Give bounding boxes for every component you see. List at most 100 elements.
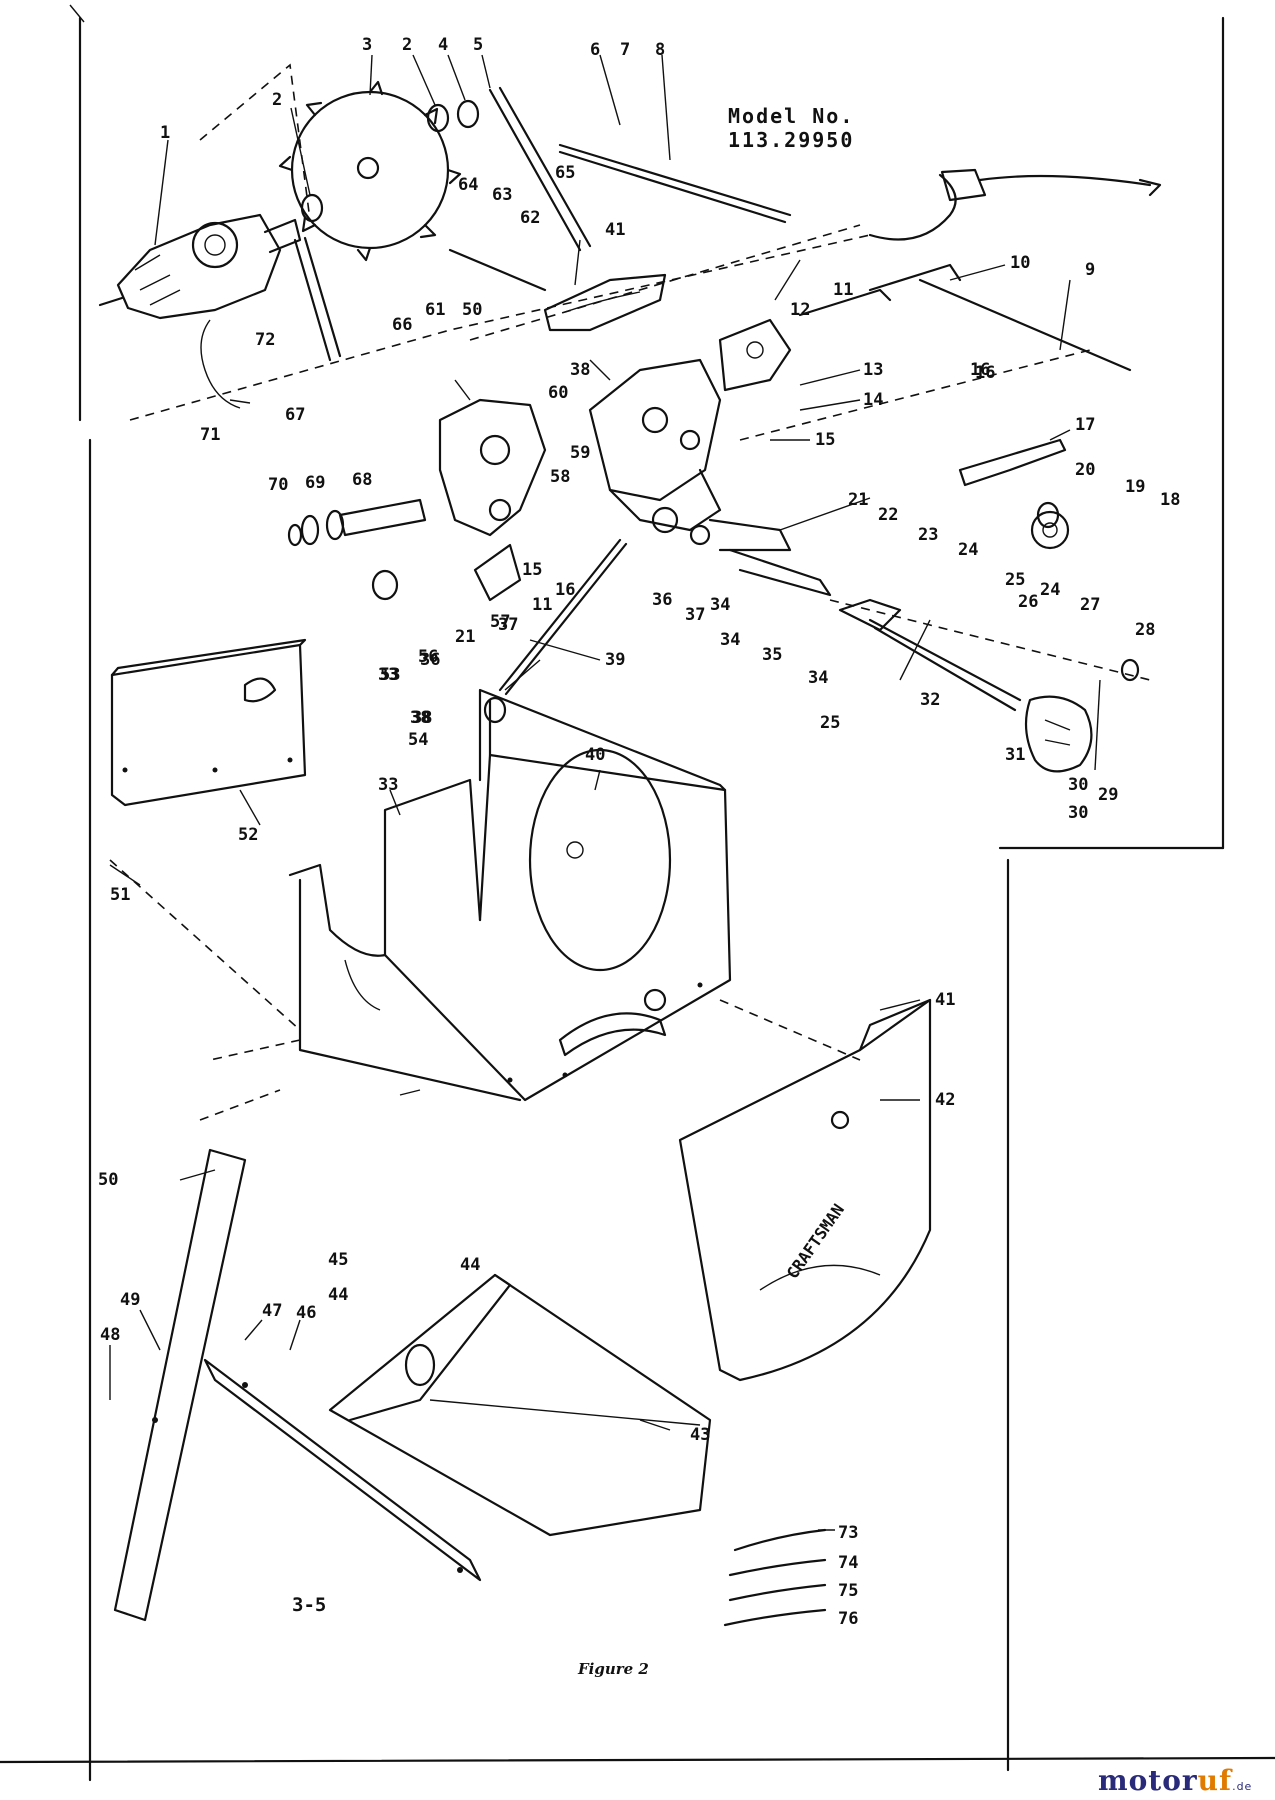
callout-17: 17 (1075, 415, 1095, 435)
callout-51: 51 (110, 885, 130, 905)
callout-48: 48 (100, 1325, 120, 1345)
callout-40: 40 (585, 745, 605, 765)
callout-44: 44 (328, 1285, 348, 1305)
callout-42: 42 (935, 1090, 955, 1110)
callout-20: 20 (1075, 460, 1095, 480)
callout-52: 52 (238, 825, 258, 845)
callout-39: 39 (605, 650, 625, 670)
callout-43: 43 (690, 1425, 710, 1445)
callout-34b: 34 (720, 630, 740, 650)
motor-cover (678, 998, 932, 1382)
callout-66: 66 (392, 315, 412, 335)
callout-63: 63 (492, 185, 512, 205)
callout-3: 3 (362, 35, 372, 55)
housing-logo-text: CRAFTSMAN (783, 1200, 848, 1282)
callout-labels: 1 2 3 2 4 5 6 7 8 9 10 11 12 13 14 15 16… (98, 35, 1180, 1629)
callout-28: 28 (1135, 620, 1155, 640)
callout-22: 22 (878, 505, 898, 525)
callout-41a: 41 (605, 220, 625, 240)
callout-33b: 33 (378, 775, 398, 795)
callout-50a: 50 (98, 1170, 118, 1190)
callout-11a: 11 (833, 280, 853, 300)
callout-24a: 24 (958, 540, 978, 560)
arbor-hardware (293, 86, 792, 362)
callout-38c: 38 (412, 708, 432, 728)
saw-blade (278, 80, 462, 262)
callout-37a: 37 (685, 605, 705, 625)
callout-34c: 34 (710, 595, 730, 615)
callout-61: 61 (425, 300, 445, 320)
callout-15b: 15 (522, 560, 542, 580)
callout-74: 74 (838, 1553, 858, 1573)
motor (98, 213, 302, 409)
callout-8: 8 (655, 40, 665, 60)
wire-clips (723, 1528, 827, 1627)
callout-72: 72 (255, 330, 275, 350)
callout-49: 49 (120, 1290, 140, 1310)
model-value: 113.29950 (728, 128, 855, 152)
callout-leaders (109, 54, 1101, 1531)
callout-53: 53 (380, 665, 400, 685)
callout-67: 67 (285, 405, 305, 425)
callout-47: 47 (262, 1301, 282, 1321)
callout-38b: 38 (570, 360, 590, 380)
callout-65: 65 (555, 163, 575, 183)
model-label: Model No. (728, 104, 855, 128)
power-cord (868, 168, 1162, 241)
callout-75: 75 (838, 1581, 858, 1601)
callout-12: 12 (790, 300, 810, 320)
callout-31: 31 (1005, 745, 1025, 765)
callout-32: 32 (920, 690, 940, 710)
callout-19: 19 (1125, 477, 1145, 497)
callout-21b: 21 (455, 627, 475, 647)
callout-33a: 33 (378, 665, 398, 685)
callout-11b: 11 (532, 595, 552, 615)
cabinet-base (288, 688, 732, 1102)
callout-37b: 37 (498, 615, 518, 635)
callout-23: 23 (918, 525, 938, 545)
callout-36b: 36 (420, 650, 440, 670)
callout-10: 10 (1010, 253, 1030, 273)
callout-2b: 2 (402, 35, 412, 55)
callout-36a: 36 (652, 590, 672, 610)
watermark-brand-b: uf (1197, 1764, 1233, 1797)
callout-14: 14 (863, 390, 883, 410)
assembly-guide-lines (109, 63, 1151, 1121)
callout-73: 73 (838, 1523, 858, 1543)
callout-16a: 16 (970, 360, 990, 380)
chip-chute (328, 1273, 712, 1537)
callout-57: 57 (490, 612, 510, 632)
leg-and-rail (113, 1148, 482, 1622)
callout-59: 59 (570, 443, 590, 463)
page-number: 3-5 (292, 1594, 327, 1616)
callout-2: 2 (272, 90, 282, 110)
callout-9: 9 (1085, 260, 1095, 280)
callout-25b: 25 (820, 713, 840, 733)
callout-76: 76 (838, 1609, 858, 1629)
callout-38a: 38 (410, 708, 430, 728)
callout-69: 69 (305, 473, 325, 493)
arbor-shaft-left (287, 498, 628, 724)
callout-64: 64 (458, 175, 478, 195)
callout-68: 68 (352, 470, 372, 490)
callout-1: 1 (160, 123, 170, 143)
figure-caption: Figure 2 (578, 1660, 649, 1678)
callout-56: 56 (418, 647, 438, 667)
watermark-brand-a: motor (1098, 1764, 1198, 1797)
bevel-shafts (728, 263, 1140, 773)
callout-34a: 34 (808, 668, 828, 688)
callout-62: 62 (520, 208, 540, 228)
callout-15a: 15 (815, 430, 835, 450)
callout-5: 5 (473, 35, 483, 55)
callout-45: 45 (328, 1250, 348, 1270)
callout-7: 7 (620, 40, 630, 60)
callout-30b: 30 (1068, 803, 1088, 823)
watermark-logo: motoruf.de (1098, 1764, 1252, 1797)
callout-4: 4 (438, 35, 448, 55)
callout-54: 54 (408, 730, 428, 750)
callout-21a: 21 (848, 490, 868, 510)
callout-35: 35 (762, 645, 782, 665)
callout-41b: 41 (935, 990, 955, 1010)
